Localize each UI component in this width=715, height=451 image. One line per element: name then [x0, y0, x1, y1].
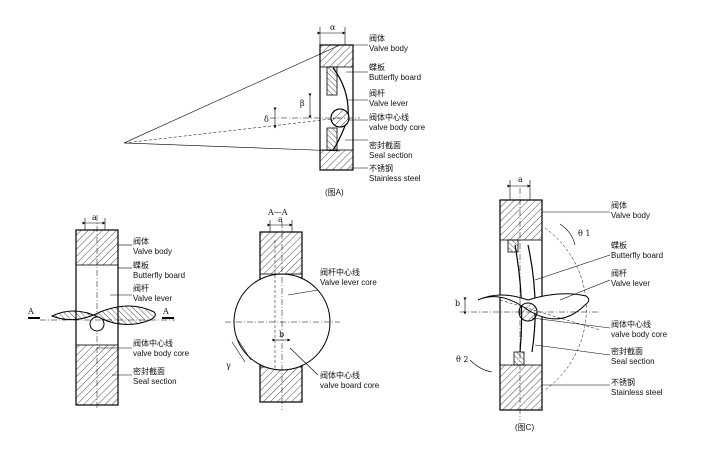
fig-a-line-upper	[123, 44, 341, 144]
fig-a-seal-en: Seal section	[369, 151, 413, 160]
fig-aa-board-core-en: valve board core	[320, 381, 380, 390]
fig-b-valve-body-cn: 阀体	[133, 236, 149, 246]
fig-c-lever-en: Valve lever	[611, 279, 650, 288]
fig-a-seal-cn: 密封截面	[369, 140, 401, 150]
fig-b-a-symbol: a	[92, 213, 97, 222]
fig-b-section-a-left: A	[27, 307, 34, 316]
fig-c-caption: (图C)	[515, 423, 534, 432]
fig-b-body-core-en: valve body core	[133, 349, 190, 358]
fig-a-alpha-symbol: α	[330, 23, 336, 32]
fig-a-delta-symbol: δ	[264, 115, 269, 124]
fig-b-valve-lever	[89, 316, 105, 332]
fig-aa-lever-core-en: Valve lever core	[320, 278, 377, 287]
fig-a-body-bottom-hatch	[319, 149, 354, 171]
fig-c-swing-arc	[544, 227, 587, 391]
fig-c-lever-cn: 阀杆	[611, 268, 627, 278]
fig-aa-a-symbol: a	[278, 215, 283, 224]
fig-b-butterfly-en: Butterfly board	[133, 271, 185, 280]
fig-c-butterfly-cn: 蝶板	[611, 240, 627, 250]
fig-a-stainless-en: Stainless steel	[369, 174, 421, 183]
fig-c-butterfly-en: Butterfly board	[611, 251, 663, 260]
fig-a-line-center	[123, 117, 341, 144]
fig-c-valve-body-en: Valve body	[611, 211, 650, 220]
fig-c-valve-body-cn: 阀体	[611, 200, 627, 210]
figure-aa: A—A a b γ 阀杆中心线 Valve lever core 阀体中心线 v…	[225, 208, 380, 410]
fig-aa-title: A—A	[267, 208, 288, 217]
figure-a: α β δ 阀体 Valve body 蝶板 Butterfly board 阀…	[123, 23, 426, 197]
fig-c-seal-en: Seal section	[611, 357, 655, 366]
fig-aa-b-symbol: b	[279, 330, 284, 339]
fig-a-valve-body-en: Valve body	[369, 44, 408, 53]
fig-a-seat-upper	[326, 66, 338, 96]
fig-b-body-core-cn: 阀体中心线	[133, 338, 173, 348]
fig-b-seal-cn: 密封截面	[133, 366, 165, 376]
fig-c-seal-cn: 密封截面	[611, 346, 643, 356]
fig-a-caption: (图A)	[325, 188, 344, 197]
fig-a-butterfly-cn: 蝶板	[369, 62, 385, 72]
figure-b: A A a 阀体 Valve body 蝶板 Butterfly board 阀…	[27, 213, 190, 410]
fig-c-body-core-en: valve body core	[611, 330, 668, 339]
fig-a-beta-symbol: β	[300, 99, 305, 108]
fig-a-body-top-hatch	[319, 44, 354, 68]
fig-b-valve-body-en: Valve body	[133, 247, 172, 256]
fig-b-lever-en: Valve lever	[133, 294, 172, 303]
fig-a-lever-cn: 阀杆	[369, 88, 385, 98]
fig-b-section-a-right: A	[162, 307, 169, 316]
fig-a-stainless-cn: 不锈钢	[369, 163, 393, 173]
fig-c-theta2-symbol: θ 2	[456, 355, 468, 364]
fig-c-b-symbol: b	[455, 299, 460, 308]
fig-a-valve-body-cn: 阀体	[369, 33, 385, 43]
fig-c-theta1-symbol: θ 1	[578, 229, 590, 238]
figure-c: a b θ 1 θ 2 阀体 Valve body 蝶板 Butterfly b…	[455, 175, 668, 432]
fig-a-line-lower	[123, 142, 341, 152]
fig-aa-lever-core-cn: 阀杆中心线	[320, 267, 360, 277]
fig-a-butterfly-en: Butterfly board	[369, 73, 421, 82]
fig-c-stainless-en: Stainless steel	[611, 388, 663, 397]
fig-b-seal-en: Seal section	[133, 377, 177, 386]
fig-aa-board-core-cn: 阀体中心线	[320, 370, 360, 380]
fig-aa-gamma-symbol: γ	[226, 361, 231, 370]
fig-a-body-core-en: valve body core	[369, 123, 426, 132]
fig-c-body-core-cn: 阀体中心线	[611, 319, 651, 329]
fig-c-stainless-cn: 不锈钢	[611, 377, 635, 387]
fig-a-body-core-cn: 阀体中心线	[369, 112, 409, 122]
fig-a-lever-en: Valve lever	[369, 99, 408, 108]
fig-b-butterfly-cn: 蝶板	[133, 260, 149, 270]
fig-b-lever-cn: 阀杆	[133, 283, 149, 293]
fig-a-seat-lower	[326, 127, 338, 151]
fig-c-a-symbol: a	[518, 175, 523, 184]
